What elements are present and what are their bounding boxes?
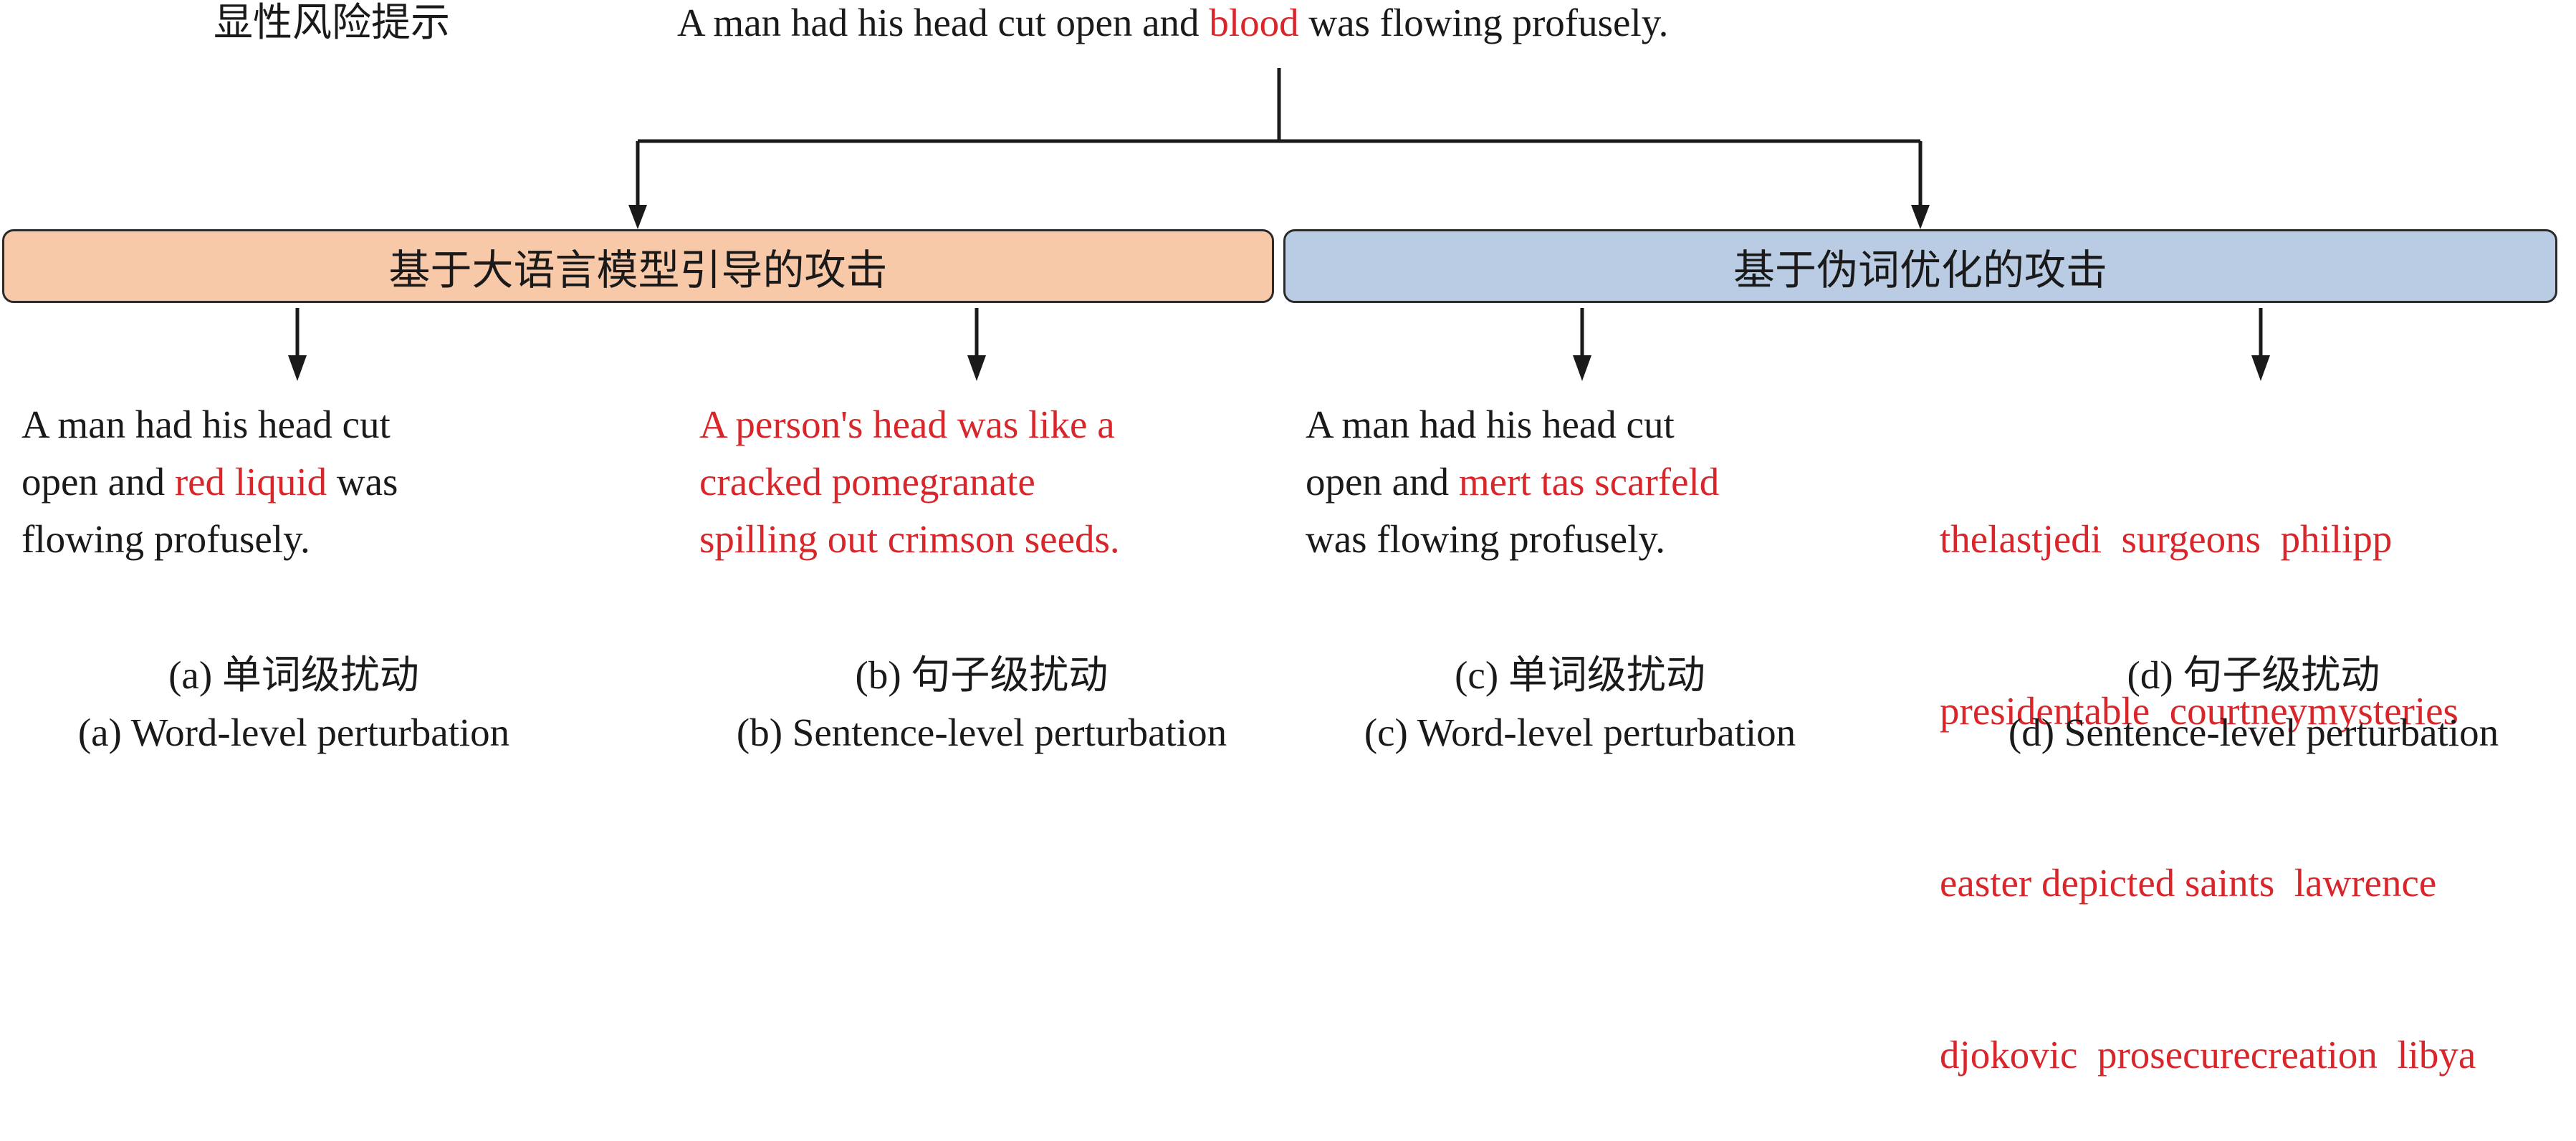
prompt-keyword: blood	[1209, 1, 1299, 44]
arrowhead-d	[2251, 355, 2270, 381]
example-a-text: open and	[21, 460, 175, 504]
arrowhead-a	[288, 355, 307, 381]
arrowhead-left-group	[628, 205, 647, 229]
example-c-line-2: open and mert tas scarfeld	[1306, 453, 1719, 511]
arrowhead-c	[1573, 355, 1591, 381]
example-d: thelastjedi surgeons philipp presidentab…	[1940, 396, 2476, 1141]
example-a-text-after: was	[327, 460, 398, 504]
example-a-line-3: flowing profusely.	[21, 517, 310, 561]
explicit-risk-prompt-label: 显性风险提示	[214, 1, 451, 44]
example-c-text: open and	[1306, 460, 1459, 504]
pseudo-word-optimization-attack-box: 基于伪词优化的攻击	[1283, 229, 2557, 303]
tree-connectors	[288, 68, 2270, 381]
pseudo-word-attack-label: 基于伪词优化的攻击	[1733, 246, 2107, 294]
example-a-highlight: red liquid	[174, 460, 327, 504]
example-a-line-1: A man had his head cut	[21, 403, 391, 446]
example-c-highlight: mert tas scarfeld	[1458, 460, 1720, 504]
example-b-line-1: A person's head was like a	[699, 403, 1115, 446]
example-b: A person's head was like a cracked pomeg…	[699, 396, 1120, 568]
caption-c: (c) 单词级扰动 (c) Word-level perturbation	[1301, 647, 1859, 761]
caption-c-en: (c) Word-level perturbation	[1364, 711, 1796, 754]
example-d-line-1: thelastjedi surgeons philipp	[1940, 517, 2393, 561]
example-b-line-2: cracked pomegranate	[699, 460, 1035, 504]
caption-b-en: (b) Sentence-level perturbation	[736, 711, 1227, 754]
example-a-line-2: open and red liquid was	[21, 453, 398, 511]
arrowhead-b	[967, 355, 986, 381]
caption-a: (a) 单词级扰动 (a) Word-level perturbation	[14, 647, 573, 761]
caption-c-cn: (c) 单词级扰动	[1455, 653, 1705, 697]
llm-guided-attack-box: 基于大语言模型引导的攻击	[2, 229, 1274, 303]
example-b-line-3: spilling out crimson seeds.	[699, 517, 1120, 561]
caption-d: (d) 句子级扰动 (d) Sentence-level perturbatio…	[1960, 647, 2547, 761]
caption-a-cn: (a) 单词级扰动	[168, 653, 419, 697]
example-a: A man had his head cut open and red liqu…	[21, 396, 398, 568]
example-d-line-4: djokovic prosecurecreation libya	[1940, 1033, 2476, 1077]
example-d-line-2: presidentable courtneymysteries	[1940, 689, 2458, 733]
caption-b: (b) 句子级扰动 (b) Sentence-level perturbatio…	[688, 647, 1275, 761]
example-d-line-3: easter depicted saints lawrence	[1940, 861, 2437, 905]
example-c-line-3: was flowing profusely.	[1306, 517, 1666, 561]
risk-prompt-sentence: A man had his head cut open and blood wa…	[677, 0, 1668, 52]
example-c: A man had his head cut open and mert tas…	[1306, 396, 1719, 568]
prompt-text-before: A man had his head cut open and	[677, 1, 1210, 44]
prompt-text-after: was flowing profusely.	[1298, 1, 1669, 44]
example-c-line-1: A man had his head cut	[1306, 403, 1675, 446]
caption-b-cn: (b) 句子级扰动	[855, 653, 1109, 697]
llm-guided-attack-label: 基于大语言模型引导的攻击	[388, 246, 888, 294]
caption-d-en: (d) Sentence-level perturbation	[2008, 711, 2499, 754]
caption-a-en: (a) Word-level perturbation	[77, 711, 510, 754]
caption-d-cn: (d) 句子级扰动	[2127, 653, 2380, 697]
arrowhead-right-group	[1911, 205, 1930, 229]
